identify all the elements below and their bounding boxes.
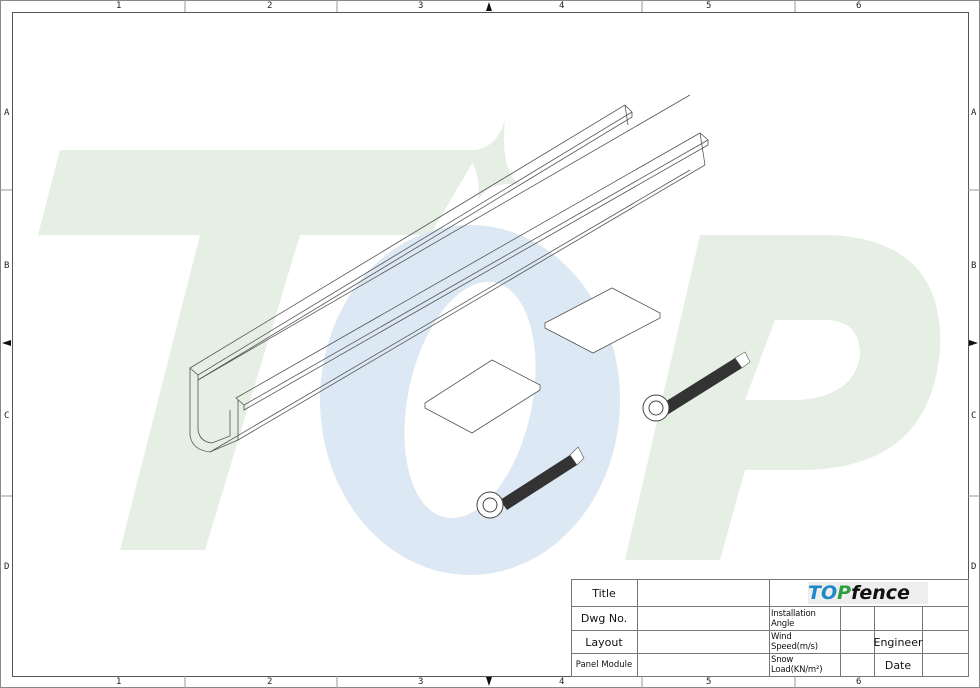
row-label: C: [4, 411, 10, 421]
column-label: 3: [418, 1, 424, 11]
column-label: 2: [267, 1, 273, 11]
column-label: 2: [267, 677, 273, 687]
watermark-logo: [38, 120, 941, 575]
bolts: [476, 351, 751, 519]
row-label: B: [4, 261, 10, 271]
logo-part-p: P: [837, 582, 852, 604]
column-label: 5: [706, 677, 712, 687]
engineer-label: Engineer: [873, 635, 923, 649]
logo-part-fence: fence: [851, 582, 910, 604]
column-label: 4: [559, 677, 565, 687]
panel-module-label: Panel Module: [575, 660, 633, 670]
column-label: 1: [116, 1, 122, 11]
title-label: Title: [592, 586, 616, 600]
rail-channels: [189, 94, 709, 453]
row-label: D: [971, 562, 977, 572]
wind-speed-label: Wind Speed(m/s): [771, 632, 818, 652]
title-block-grid: [571, 579, 969, 677]
row-label: A: [971, 108, 977, 118]
installation-angle-label: Installation Angle: [771, 608, 816, 629]
column-label: 4: [559, 1, 565, 11]
pad-plates: [424, 287, 661, 434]
row-label: D: [4, 562, 10, 572]
date-label: Date: [884, 658, 912, 672]
column-label: 5: [706, 1, 712, 11]
row-label: A: [4, 108, 10, 118]
column-label: 6: [856, 677, 862, 687]
column-label: 6: [856, 1, 862, 11]
row-label: B: [971, 261, 977, 271]
dwg-no-label: Dwg No.: [580, 612, 628, 625]
column-label: 1: [116, 677, 122, 687]
column-label: 3: [418, 677, 424, 687]
layout-label: Layout: [585, 635, 623, 649]
logo-part-to: TO: [808, 582, 838, 604]
snow-load-label: Snow Load(KN/m²): [771, 655, 823, 675]
row-label: C: [971, 411, 977, 421]
